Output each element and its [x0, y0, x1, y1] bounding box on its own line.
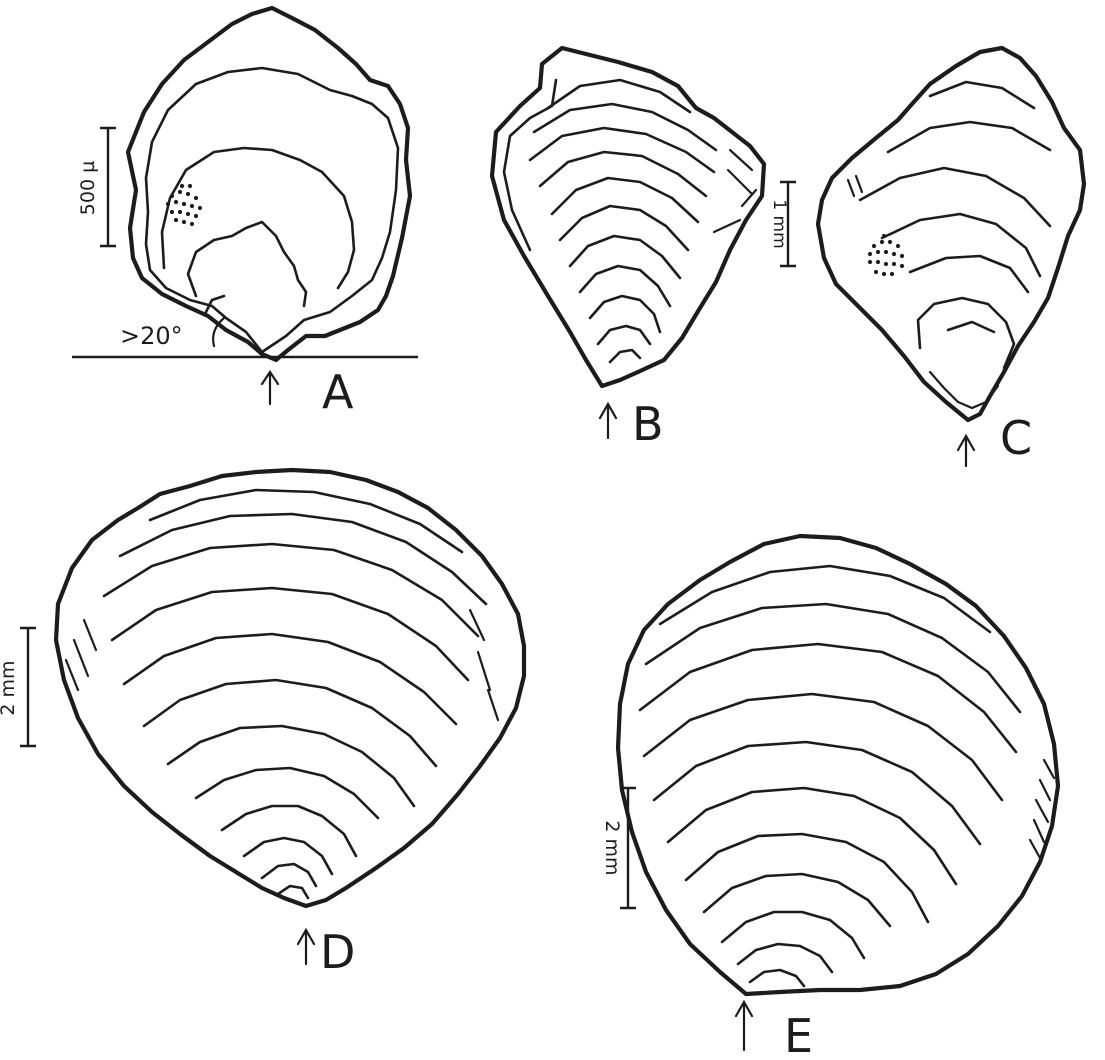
panel-d-scale-bar: 2 mm	[0, 628, 36, 746]
panel-d-scale-label: 2 mm	[0, 660, 19, 715]
panel-e-growth-ring-5	[654, 742, 980, 844]
panel-e-growth-ring-10	[738, 944, 832, 972]
panel-e-growth-ring-11	[750, 970, 804, 986]
panel-e-side-ridges	[1030, 760, 1054, 858]
panel-d-growth-ring-9	[222, 806, 356, 856]
panel-d-outline	[56, 470, 524, 906]
panel-d-umbo-arrow	[298, 930, 314, 964]
panel-a-label: A	[322, 365, 354, 419]
panel-a-inner-shell	[146, 68, 398, 352]
panel-b-umbo-arrow	[600, 404, 616, 438]
panel-a-scale-bar: 500 µ	[77, 128, 116, 246]
panel-e-scale-label: 2 mm	[601, 820, 623, 875]
panel-b-growth-ring-7	[570, 236, 680, 278]
panel-e-growth-ring-8	[704, 874, 890, 926]
panel-b-growth-ring-3	[530, 128, 714, 172]
panel-d-growth-ring-4	[112, 588, 468, 680]
panel-c-growth-ring-3	[860, 168, 1050, 226]
panel-c-growth-ring-7	[948, 322, 994, 332]
panel-a-scale-label: 500 µ	[77, 161, 99, 215]
panel-b-growth-ring-6	[560, 206, 688, 250]
panel-a-angle-label: >20°	[120, 322, 183, 350]
panel-e-label: E	[784, 1009, 813, 1060]
panel-b-scale-bar: 1 mm	[769, 182, 796, 266]
panel-a: 500 µ >20° A	[72, 8, 418, 419]
panel-e-growth-ring-3	[640, 644, 1016, 752]
panel-c: C	[818, 48, 1084, 466]
panel-c-ridge-marks	[848, 176, 862, 196]
panel-d-growth-ring-7	[168, 726, 414, 806]
panel-d-growth-ring-6	[144, 680, 436, 766]
panel-c-growth-ring-1	[930, 82, 1034, 108]
panel-b-growth-ring-8	[580, 266, 670, 306]
panel-d-growth-ring-11	[262, 864, 316, 886]
panel-e-growth-ring-4	[644, 694, 1002, 800]
panel-c-growth-ring-5	[910, 256, 1028, 292]
panel-e-growth-ring-7	[686, 834, 928, 922]
panel-d-growth-ring-5	[124, 634, 456, 724]
panel-a-muscle-scar	[166, 184, 202, 226]
panel-b-growth-ring-11	[610, 350, 640, 362]
panel-c-outline	[818, 48, 1084, 420]
panel-d-growth-ring-10	[244, 838, 332, 874]
panel-c-label: C	[1000, 411, 1032, 465]
panel-e-growth-ring-9	[722, 912, 864, 958]
panel-d-growth-ring-8	[196, 768, 378, 818]
panel-c-umbo-arrow	[958, 436, 974, 466]
panel-c-growth-ring-4	[882, 214, 1040, 276]
panel-b-growth-ring-10	[598, 326, 650, 344]
panel-a-growth-ring-2	[188, 222, 306, 306]
panel-b-growth-ring-4	[540, 152, 706, 196]
panel-d: 2 mm D	[0, 470, 524, 979]
panel-e-umbo-arrow	[736, 1002, 752, 1050]
panel-b-inner-outline	[504, 80, 556, 250]
panel-a-umbo-arrow	[262, 372, 278, 404]
panel-c-muscle-scar	[868, 234, 904, 276]
panel-d-label: D	[320, 925, 355, 979]
panel-c-growth-ring-6	[918, 298, 1014, 368]
panel-b-growth-ring-5	[552, 178, 698, 222]
panel-e: 2 mm E	[601, 536, 1058, 1060]
panel-b-outline	[492, 48, 764, 386]
panel-e-scale-bar: 2 mm	[601, 788, 636, 908]
panel-a-outer-outline	[128, 8, 410, 360]
panel-b-scale-label: 1 mm	[769, 199, 789, 248]
panel-c-growth-ring-2	[888, 122, 1050, 152]
panel-b-ridge-marks	[714, 150, 756, 232]
panel-b-growth-ring-1	[548, 80, 690, 112]
panel-b-label: B	[632, 397, 664, 451]
panel-b: 1 mm B	[492, 48, 796, 451]
